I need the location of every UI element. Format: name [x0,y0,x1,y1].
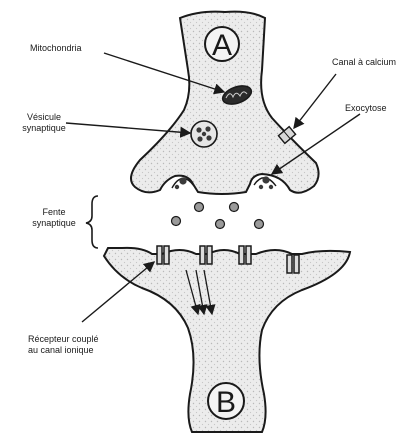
label-calcium-channel: Canal à calcium [332,57,396,67]
label-receptor-line1: Récepteur couplé [28,334,99,344]
calcium-channel-pointer [294,74,336,128]
label-receptor-line2: au canal ionique [28,345,94,355]
label-cleft-line1: Fente [42,207,65,217]
neurotransmitter-molecules [172,203,264,229]
neuron-a-letter: A [212,29,232,62]
label-cleft-line2: synaptique [32,218,76,228]
label-mitochondria: Mitochondria [30,43,82,53]
synaptic-cleft-bracket [86,196,98,248]
label-exocytosis: Exocytose [345,103,387,113]
label-vesicle-line2: synaptique [22,123,66,133]
neuron-b-letter: B [216,386,236,419]
label-vesicle-line1: Vésicule [27,112,61,122]
synaptic-vesicle [191,121,217,147]
